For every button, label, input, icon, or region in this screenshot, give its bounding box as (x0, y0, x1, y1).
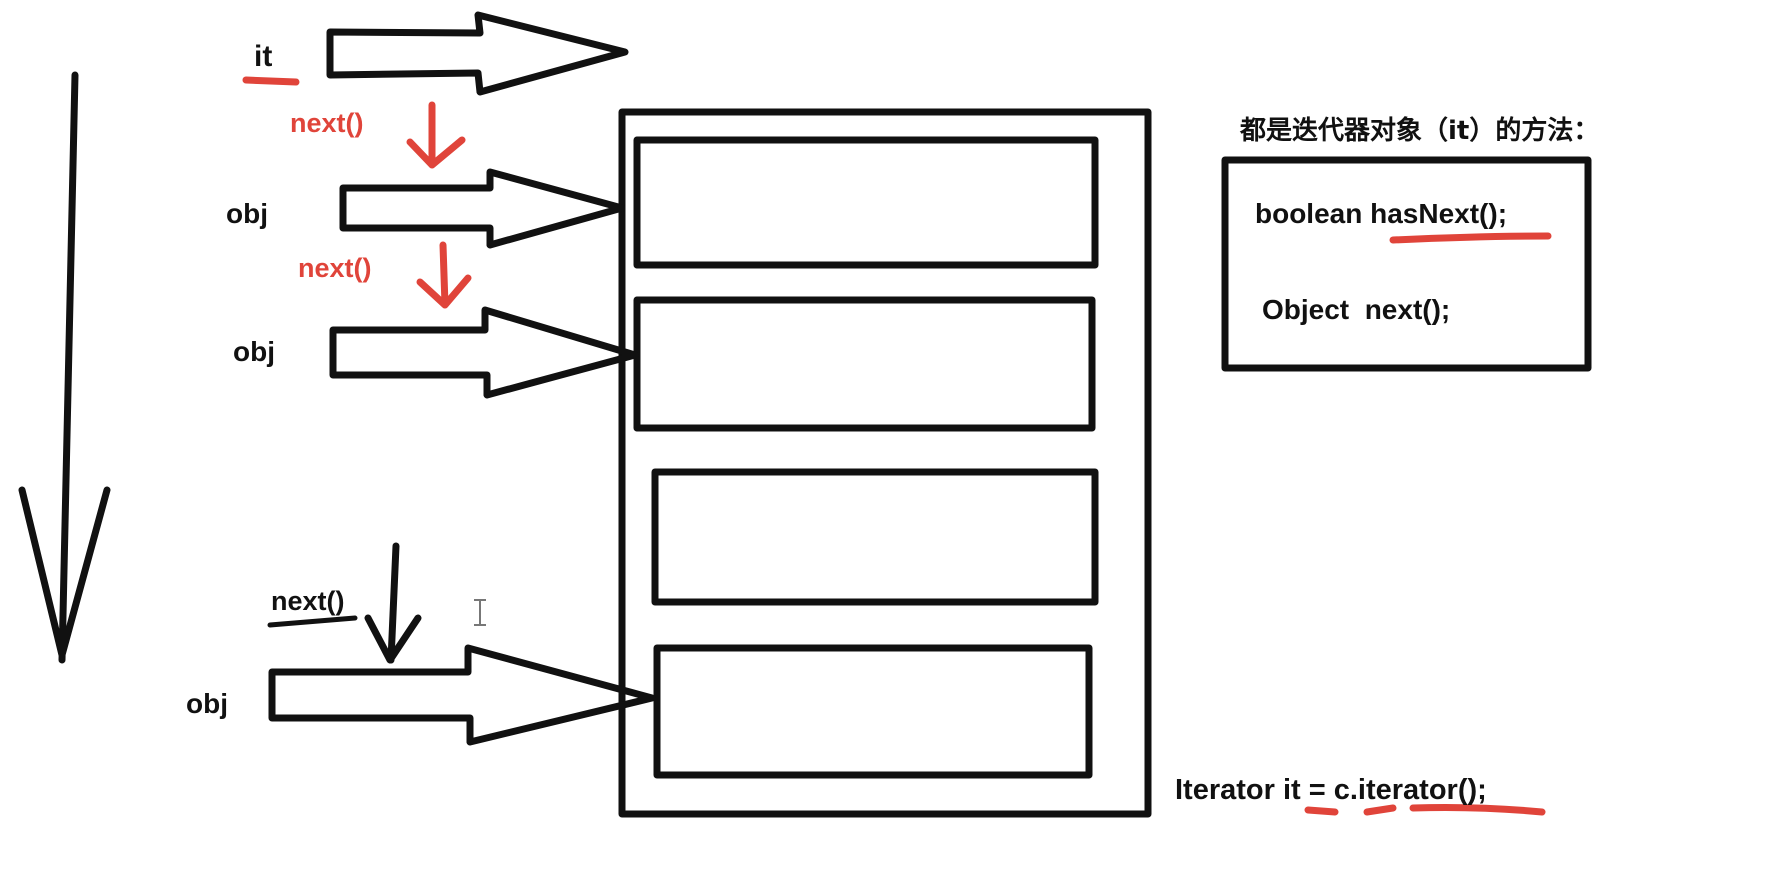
text-cursor-icon (474, 599, 486, 626)
methods-box-frame (1221, 156, 1592, 372)
obj-label-3: obj (186, 688, 228, 719)
it-pointer-arrow (326, 11, 629, 96)
underline-hasnext (1389, 232, 1552, 244)
underline-next-3 (267, 615, 358, 628)
iterator-creation-code: Iterator it = c.iterator(); (1175, 774, 1487, 806)
underline-it-code (1304, 806, 1339, 816)
element-slot-4 (653, 644, 1093, 779)
element-slot-2 (633, 296, 1096, 432)
next-call-label-2: next() (298, 253, 372, 283)
element-slot-1 (633, 136, 1099, 269)
underline-it (242, 76, 300, 86)
method-next: Object next(); (1262, 294, 1451, 325)
underline-iterator (1409, 804, 1546, 816)
iteration-direction-arrow (18, 71, 111, 664)
iterator-var-label: it (254, 40, 273, 73)
obj-label-2: obj (233, 336, 275, 367)
next-call-label-1: next() (290, 108, 364, 138)
element-slot-3 (651, 468, 1099, 606)
next-arrow-3 (364, 542, 422, 664)
obj-pointer-arrow-3 (268, 644, 656, 746)
obj-pointer-arrow-2 (329, 306, 639, 399)
next-call-label-3: next() (271, 586, 345, 616)
methods-heading: 都是迭代器对象（it）的方法： (1240, 116, 1600, 146)
underline-c (1363, 804, 1397, 816)
next-arrow-2 (416, 241, 472, 309)
method-hasnext: boolean hasNext(); (1255, 198, 1508, 229)
collection-container (618, 108, 1152, 818)
obj-label-1: obj (226, 198, 268, 229)
next-arrow-1 (406, 101, 466, 169)
obj-pointer-arrow-1 (339, 168, 626, 249)
